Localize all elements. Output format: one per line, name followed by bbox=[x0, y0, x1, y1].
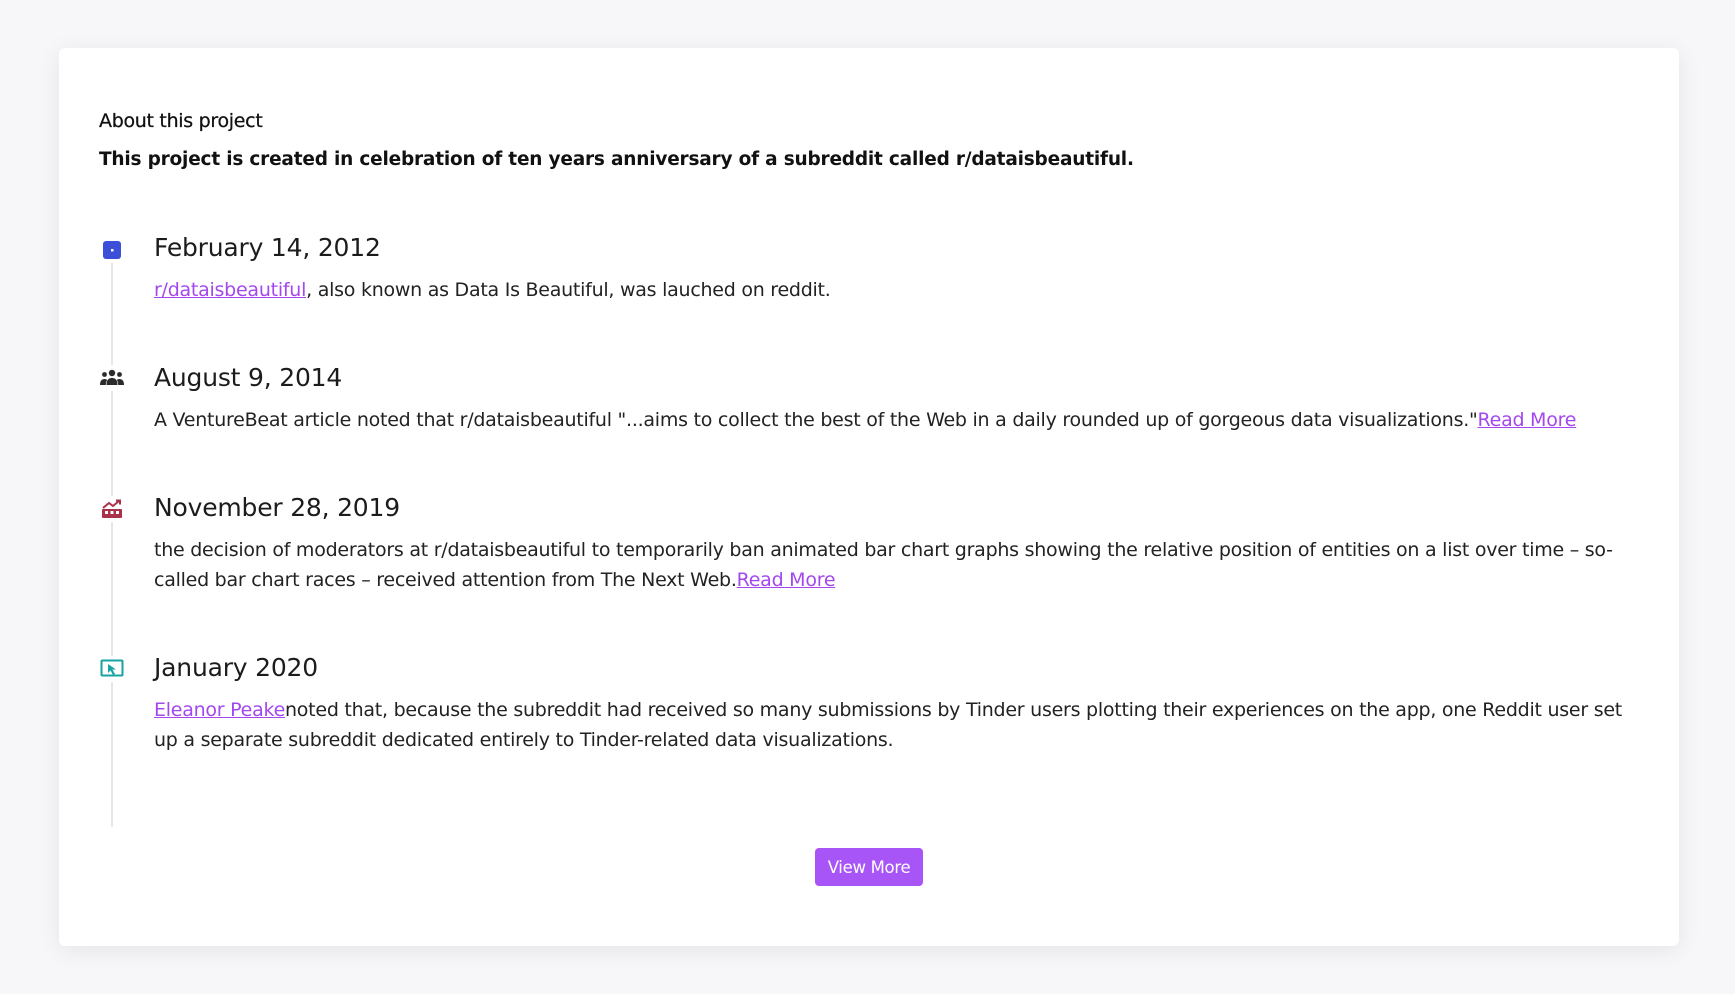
event-text: A VentureBeat article noted that r/datai… bbox=[154, 409, 1478, 431]
event-text: noted that, because the subreddit had re… bbox=[154, 699, 1622, 751]
author-link[interactable]: Eleanor Peake bbox=[154, 699, 286, 721]
chart-growth-icon bbox=[99, 496, 125, 522]
users-group-icon bbox=[99, 365, 125, 391]
event-date: January 2020 bbox=[154, 653, 318, 682]
calendar-square-icon bbox=[99, 237, 125, 263]
screen-pointer-icon bbox=[99, 656, 125, 682]
event-date: November 28, 2019 bbox=[154, 493, 400, 522]
event-date: August 9, 2014 bbox=[154, 363, 343, 392]
event-description: A VentureBeat article noted that r/datai… bbox=[154, 405, 1644, 435]
event-description: r/dataisbeautiful, also known as Data Is… bbox=[154, 275, 1644, 305]
event-text: the decision of moderators at r/dataisbe… bbox=[154, 539, 1613, 591]
read-more-link[interactable]: Read More bbox=[736, 569, 836, 591]
project-card: About this project This project is creat… bbox=[59, 48, 1679, 946]
about-text: This project is created in celebration o… bbox=[99, 149, 1134, 170]
event-description: Eleanor Peakenoted that, because the sub… bbox=[154, 695, 1644, 755]
event-description: the decision of moderators at r/dataisbe… bbox=[154, 535, 1644, 595]
event-date: February 14, 2012 bbox=[154, 233, 381, 262]
timeline-line bbox=[111, 247, 113, 827]
view-more-button[interactable]: View More bbox=[815, 848, 923, 886]
about-heading: About this project bbox=[99, 110, 263, 132]
subreddit-link[interactable]: r/dataisbeautiful bbox=[154, 279, 307, 301]
event-text: , also known as Data Is Beautiful, was l… bbox=[306, 279, 831, 301]
read-more-link[interactable]: Read More bbox=[1477, 409, 1577, 431]
